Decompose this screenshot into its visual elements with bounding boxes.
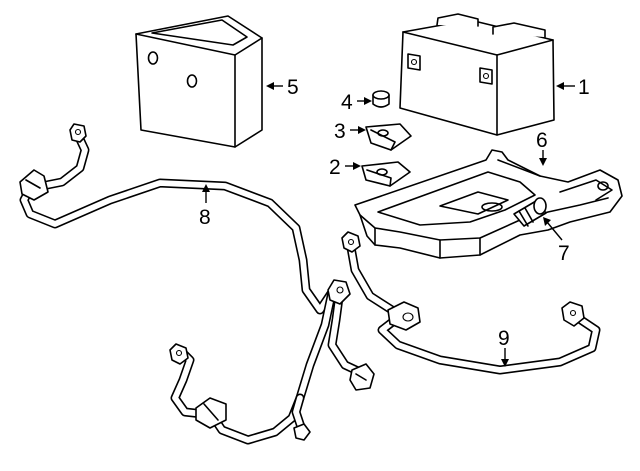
arrowhead-3	[358, 126, 366, 134]
callout-3: 3	[334, 120, 346, 143]
callout-labels: 1 2 3 4 5 6 7 8 9	[199, 76, 590, 350]
callout-8: 8	[199, 206, 211, 229]
part-7-fitting[interactable]	[513, 197, 547, 227]
part-9-ground-cable[interactable]	[341, 231, 601, 375]
callout-5: 5	[287, 76, 299, 99]
part-2-wedge[interactable]	[361, 161, 411, 187]
arrowhead-4	[364, 97, 372, 105]
callout-6: 6	[536, 129, 548, 152]
arrowhead-9	[501, 359, 509, 367]
callout-7: 7	[558, 242, 570, 265]
callout-4: 4	[341, 91, 353, 114]
part-5-insulator-box[interactable]	[135, 15, 263, 148]
part-4-cap[interactable]	[372, 90, 390, 108]
arrowhead-7	[543, 217, 551, 226]
arrowhead-2	[353, 162, 361, 170]
callout-1: 1	[578, 76, 590, 99]
arrowhead-8	[202, 184, 210, 192]
arrowhead-1	[556, 82, 564, 90]
arrowhead-6	[539, 158, 547, 166]
part-3-wedge[interactable]	[365, 123, 412, 151]
callout-2: 2	[329, 156, 341, 179]
part-8-cable-harness[interactable]	[19, 123, 375, 445]
callout-9: 9	[498, 327, 510, 350]
leader-7	[546, 221, 563, 241]
part-6-battery-tray[interactable]	[354, 149, 623, 259]
part-1-battery[interactable]	[399, 13, 555, 136]
arrowhead-5	[266, 82, 274, 90]
callout-leaders	[202, 82, 575, 367]
